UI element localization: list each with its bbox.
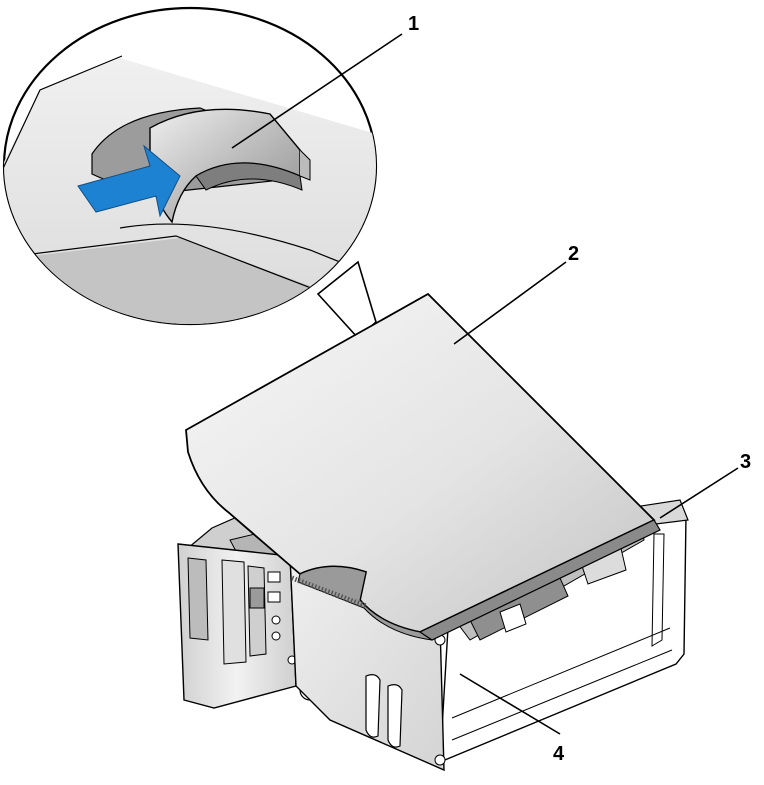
floppy-slot: [249, 587, 265, 609]
callout-leaders: [231, 33, 739, 735]
cover-front-edge: [297, 565, 433, 641]
inset-connector: [316, 260, 377, 340]
callout-2: 2: [568, 243, 579, 265]
magnified-latch-inset: [2, 6, 378, 340]
drive-bay-1: [187, 557, 209, 641]
callout-4: 4: [553, 743, 565, 765]
drive-bay-2: [221, 559, 247, 665]
push-arrow-icon: [77, 144, 181, 218]
callout-3: 3: [740, 451, 751, 473]
callout-1: 1: [408, 13, 419, 35]
